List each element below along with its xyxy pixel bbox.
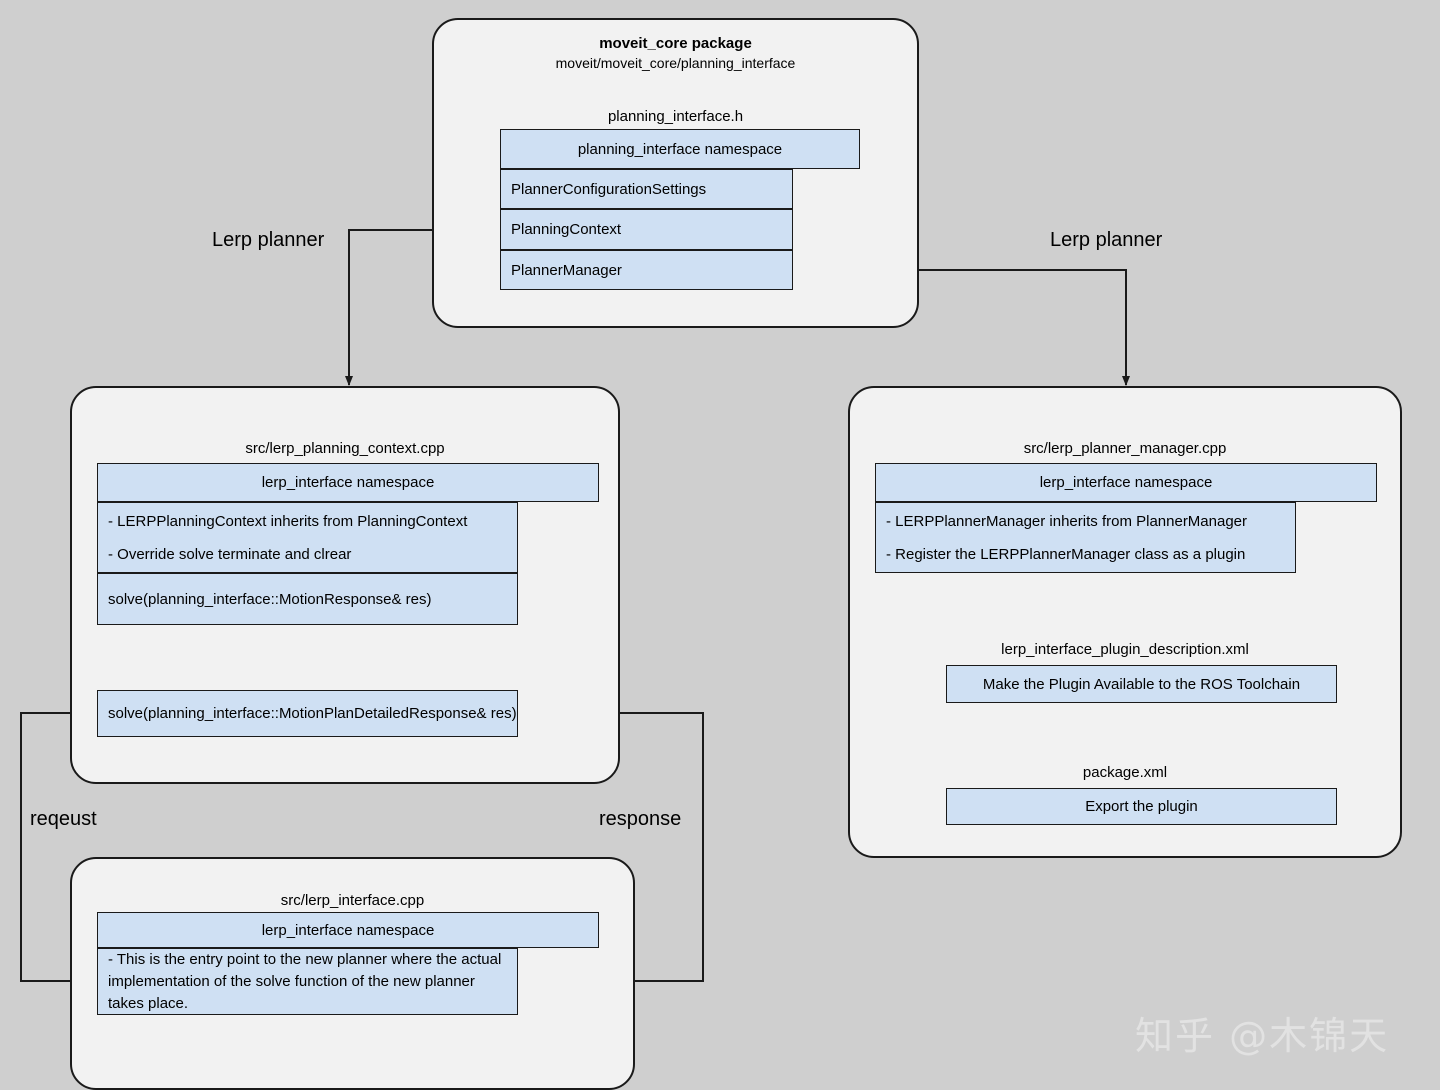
edge-label-request: reqeust bbox=[30, 808, 97, 830]
box-planner-manager[interactable]: PlannerManager bbox=[500, 250, 793, 290]
box-lerp-interface-namespace-label: lerp_interface namespace bbox=[261, 921, 435, 939]
box-lerp-manager-namespace[interactable]: lerp_interface namespace bbox=[875, 463, 1377, 502]
box-planner-configuration-settings[interactable]: PlannerConfigurationSettings bbox=[500, 169, 793, 209]
lerp-planning-context-file-label: src/lerp_planning_context.cpp bbox=[245, 440, 445, 457]
box-lerp-manager-namespace-label: lerp_interface namespace bbox=[1039, 474, 1213, 491]
box-planner-configuration-settings-label: PlannerConfigurationSettings bbox=[511, 180, 707, 198]
box-lerp-context-notes[interactable]: - LERPPlanningContext inherits from Plan… bbox=[97, 502, 518, 573]
box-lerp-context-detailed-solve[interactable]: solve(planning_interface::MotionPlanDeta… bbox=[97, 690, 518, 737]
box-planning-context[interactable]: PlanningContext bbox=[500, 209, 793, 250]
box-export-the-plugin-label: Export the plugin bbox=[1085, 798, 1198, 815]
box-lerp-context-solve-label: solve(planning_interface::MotionResponse… bbox=[108, 590, 432, 608]
box-lerp-interface-description[interactable]: - This is the entry point to the new pla… bbox=[97, 948, 518, 1015]
plugin-description-xml-label: lerp_interface_plugin_description.xml bbox=[1001, 641, 1249, 658]
lerp-interface-file-label: src/lerp_interface.cpp bbox=[280, 892, 425, 909]
moveit-core-title: moveit_core package bbox=[599, 35, 752, 52]
package-xml-label: package.xml bbox=[1082, 764, 1168, 781]
box-lerp-interface-description-label: - This is the entry point to the new pla… bbox=[108, 950, 502, 1012]
box-lerp-context-namespace[interactable]: lerp_interface namespace bbox=[97, 463, 599, 502]
edge-label-lerp-planner-left: Lerp planner bbox=[212, 229, 325, 251]
box-lerp-context-detailed-solve-label: solve(planning_interface::MotionPlanDeta… bbox=[108, 705, 517, 722]
box-planning-context-label: PlanningContext bbox=[511, 221, 622, 238]
moveit-core-subtitle: moveit/moveit_core/planning_interface bbox=[555, 55, 796, 71]
box-lerp-manager-notes[interactable]: - LERPPlannerManager inherits from Plann… bbox=[875, 502, 1296, 573]
lerp-context-note-0: - LERPPlanningContext inherits from Plan… bbox=[108, 512, 468, 530]
box-lerp-interface-namespace[interactable]: lerp_interface namespace bbox=[97, 912, 599, 948]
lerp-planner-manager-file-label: src/lerp_planner_manager.cpp bbox=[1023, 440, 1227, 457]
box-planning-interface-namespace-label: planning_interface namespace bbox=[577, 140, 783, 158]
watermark: 知乎 @木锦天 bbox=[1135, 1014, 1390, 1058]
box-planning-interface-namespace[interactable]: planning_interface namespace bbox=[500, 129, 860, 169]
edge-label-response: response bbox=[599, 808, 682, 830]
lerp-manager-note-1: - Register the LERPPlannerManager class … bbox=[886, 545, 1246, 563]
box-make-plugin-available[interactable]: Make the Plugin Available to the ROS Too… bbox=[946, 665, 1337, 703]
box-make-plugin-available-label: Make the Plugin Available to the ROS Too… bbox=[982, 675, 1301, 693]
box-planner-manager-label: PlannerManager bbox=[511, 261, 622, 279]
lerp-manager-note-0: - LERPPlannerManager inherits from Plann… bbox=[886, 512, 1248, 530]
box-lerp-context-solve[interactable]: solve(planning_interface::MotionResponse… bbox=[97, 573, 518, 625]
box-lerp-context-namespace-label: lerp_interface namespace bbox=[261, 474, 435, 491]
box-export-the-plugin[interactable]: Export the plugin bbox=[946, 788, 1337, 825]
edge-label-lerp-planner-right: Lerp planner bbox=[1050, 229, 1163, 251]
planning-interface-h-label: planning_interface.h bbox=[607, 108, 744, 125]
lerp-context-note-1: - Override solve terminate and clrear bbox=[108, 545, 352, 563]
